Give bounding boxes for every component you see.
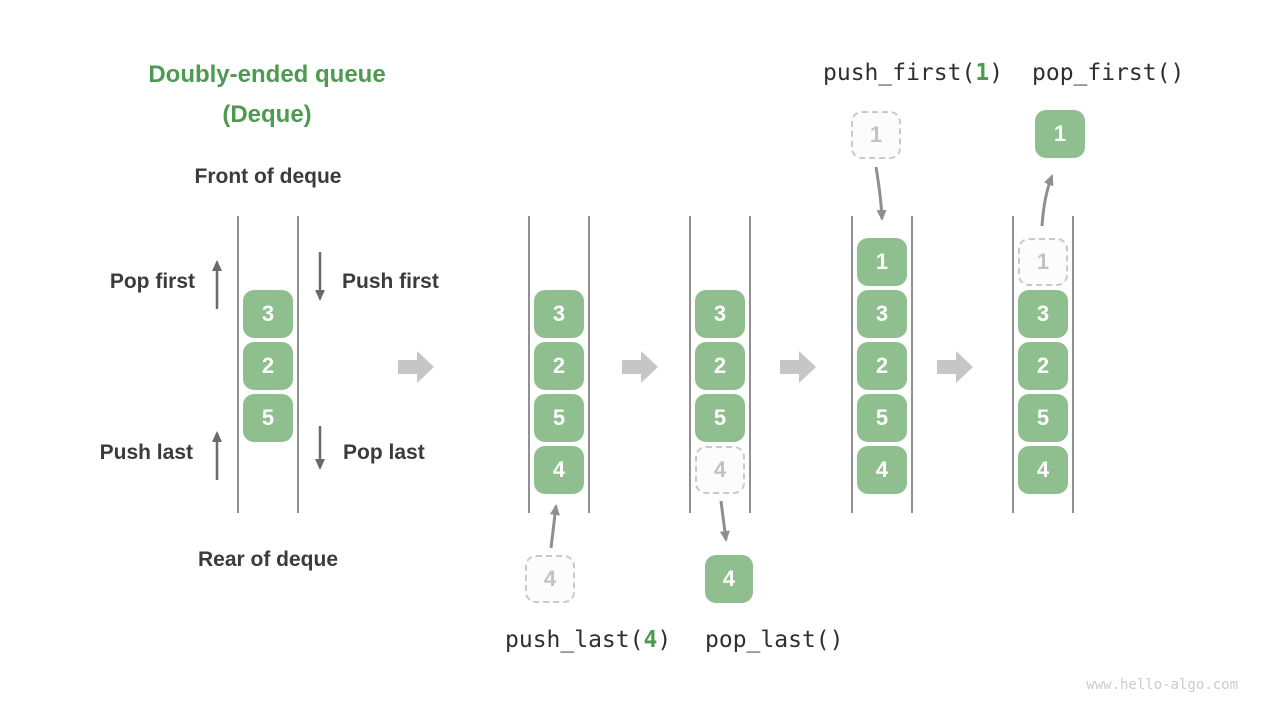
- transition-arrow-icon: [398, 351, 434, 383]
- deque-cell: 2: [534, 342, 584, 390]
- front-of-deque-label: Front of deque: [194, 165, 342, 188]
- ghost-cell-incoming: 4: [525, 555, 575, 603]
- rear-of-deque-label: Rear of deque: [197, 548, 339, 571]
- op-arg: 4: [643, 627, 658, 653]
- deque-cell: 3: [534, 290, 584, 338]
- deque-cell: 5: [534, 394, 584, 442]
- deque-cell: 5: [695, 394, 745, 442]
- deque-cell: 4: [534, 446, 584, 494]
- deque-cell: 4: [857, 446, 907, 494]
- pop-last-op-label: pop_last(): [705, 626, 843, 654]
- pop-first-out-arrow-icon: [1040, 174, 1054, 227]
- deque-cell: 1: [857, 238, 907, 286]
- deque-cell: 3: [243, 290, 293, 338]
- op-text: ): [657, 627, 672, 653]
- pop-last-out-arrow-icon: [719, 500, 730, 542]
- deque-cell: 5: [1018, 394, 1068, 442]
- op-arg: 1: [975, 60, 990, 86]
- page-title-line2: (Deque): [222, 101, 312, 128]
- deque-cell: 2: [243, 342, 293, 390]
- pop-first-label: Pop first: [109, 270, 195, 293]
- transition-arrow-icon: [622, 351, 658, 383]
- op-text: push_last(: [505, 627, 644, 653]
- push-first-op-label: push_first(1): [823, 59, 1003, 87]
- ghost-cell-incoming: 1: [851, 111, 901, 159]
- op-text: pop_first(): [1032, 60, 1185, 86]
- ghost-cell-removed: 1: [1018, 238, 1068, 286]
- push-last-op-label: push_last(4): [505, 626, 671, 654]
- deque-cell: 2: [1018, 342, 1068, 390]
- watermark: www.hello-algo.com: [1086, 677, 1238, 693]
- deque-cell: 3: [695, 290, 745, 338]
- push-first-in-arrow-icon: [874, 166, 887, 221]
- push-last-label: Push last: [99, 441, 193, 464]
- transition-arrow-icon: [780, 351, 816, 383]
- deque-cell: 3: [857, 290, 907, 338]
- pop-first-op-label: pop_first(): [1032, 59, 1184, 87]
- deque-cell: 4: [1018, 446, 1068, 494]
- push-last-in-arrow-icon: [549, 504, 560, 549]
- pop-last-label: Pop last: [343, 441, 425, 464]
- deque-cell: 5: [243, 394, 293, 442]
- deque-cell: 2: [857, 342, 907, 390]
- popped-cell: 4: [705, 555, 753, 603]
- op-text: ): [989, 60, 1004, 86]
- op-text: push_first(: [823, 60, 976, 86]
- deque-cell: 2: [695, 342, 745, 390]
- push-first-label: Push first: [342, 270, 439, 293]
- transition-arrow-icon: [937, 351, 973, 383]
- page-title-line1: Doubly-ended queue: [148, 61, 386, 88]
- op-text: pop_last(): [705, 627, 844, 653]
- deque-cell: 3: [1018, 290, 1068, 338]
- popped-cell: 1: [1035, 110, 1085, 158]
- ghost-cell-removed: 4: [695, 446, 745, 494]
- deque-cell: 5: [857, 394, 907, 442]
